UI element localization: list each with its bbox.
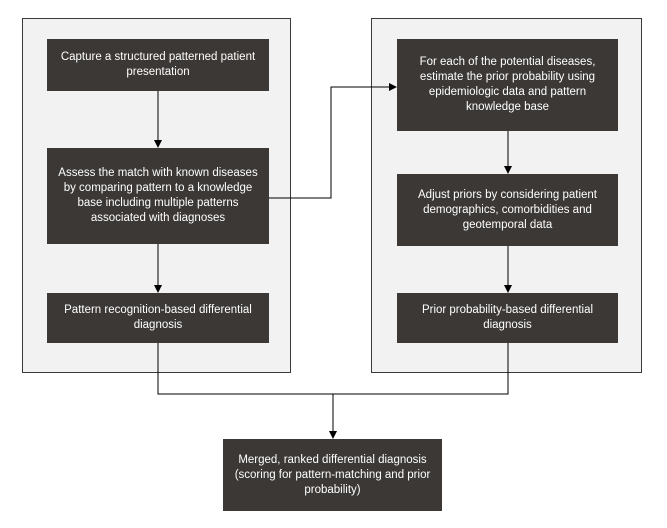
arrow-assess-to-estimate — [269, 83, 397, 199]
capture-presentation-text: Capture a structured patterned patient p… — [60, 51, 256, 78]
adjust-priors-box: Adjust priors by considering patient dem… — [397, 174, 618, 246]
merged-dd-box: Merged, ranked differential diagnosis (s… — [223, 439, 442, 511]
line-pattern-dd-to-merge — [157, 343, 509, 395]
estimate-prior-text: For each of the potential diseases, esti… — [419, 56, 596, 113]
pattern-recognition-dd-text: Pattern recognition-based differential d… — [64, 304, 252, 331]
capture-presentation-box: Capture a structured patterned patient p… — [47, 39, 269, 91]
estimate-prior-box: For each of the potential diseases, esti… — [397, 39, 618, 131]
assess-match-box: Assess the match with known diseases by … — [47, 148, 269, 244]
assess-match-text: Assess the match with known diseases by … — [58, 167, 258, 224]
adjust-priors-text: Adjust priors by considering patient dem… — [418, 188, 597, 231]
merged-dd-text: Merged, ranked differential diagnosis (s… — [234, 453, 431, 496]
prior-probability-dd-text: Prior probability-based differential dia… — [421, 304, 594, 331]
pattern-recognition-dd-box: Pattern recognition-based differential d… — [47, 293, 269, 343]
prior-probability-dd-box: Prior probability-based differential dia… — [397, 293, 618, 343]
